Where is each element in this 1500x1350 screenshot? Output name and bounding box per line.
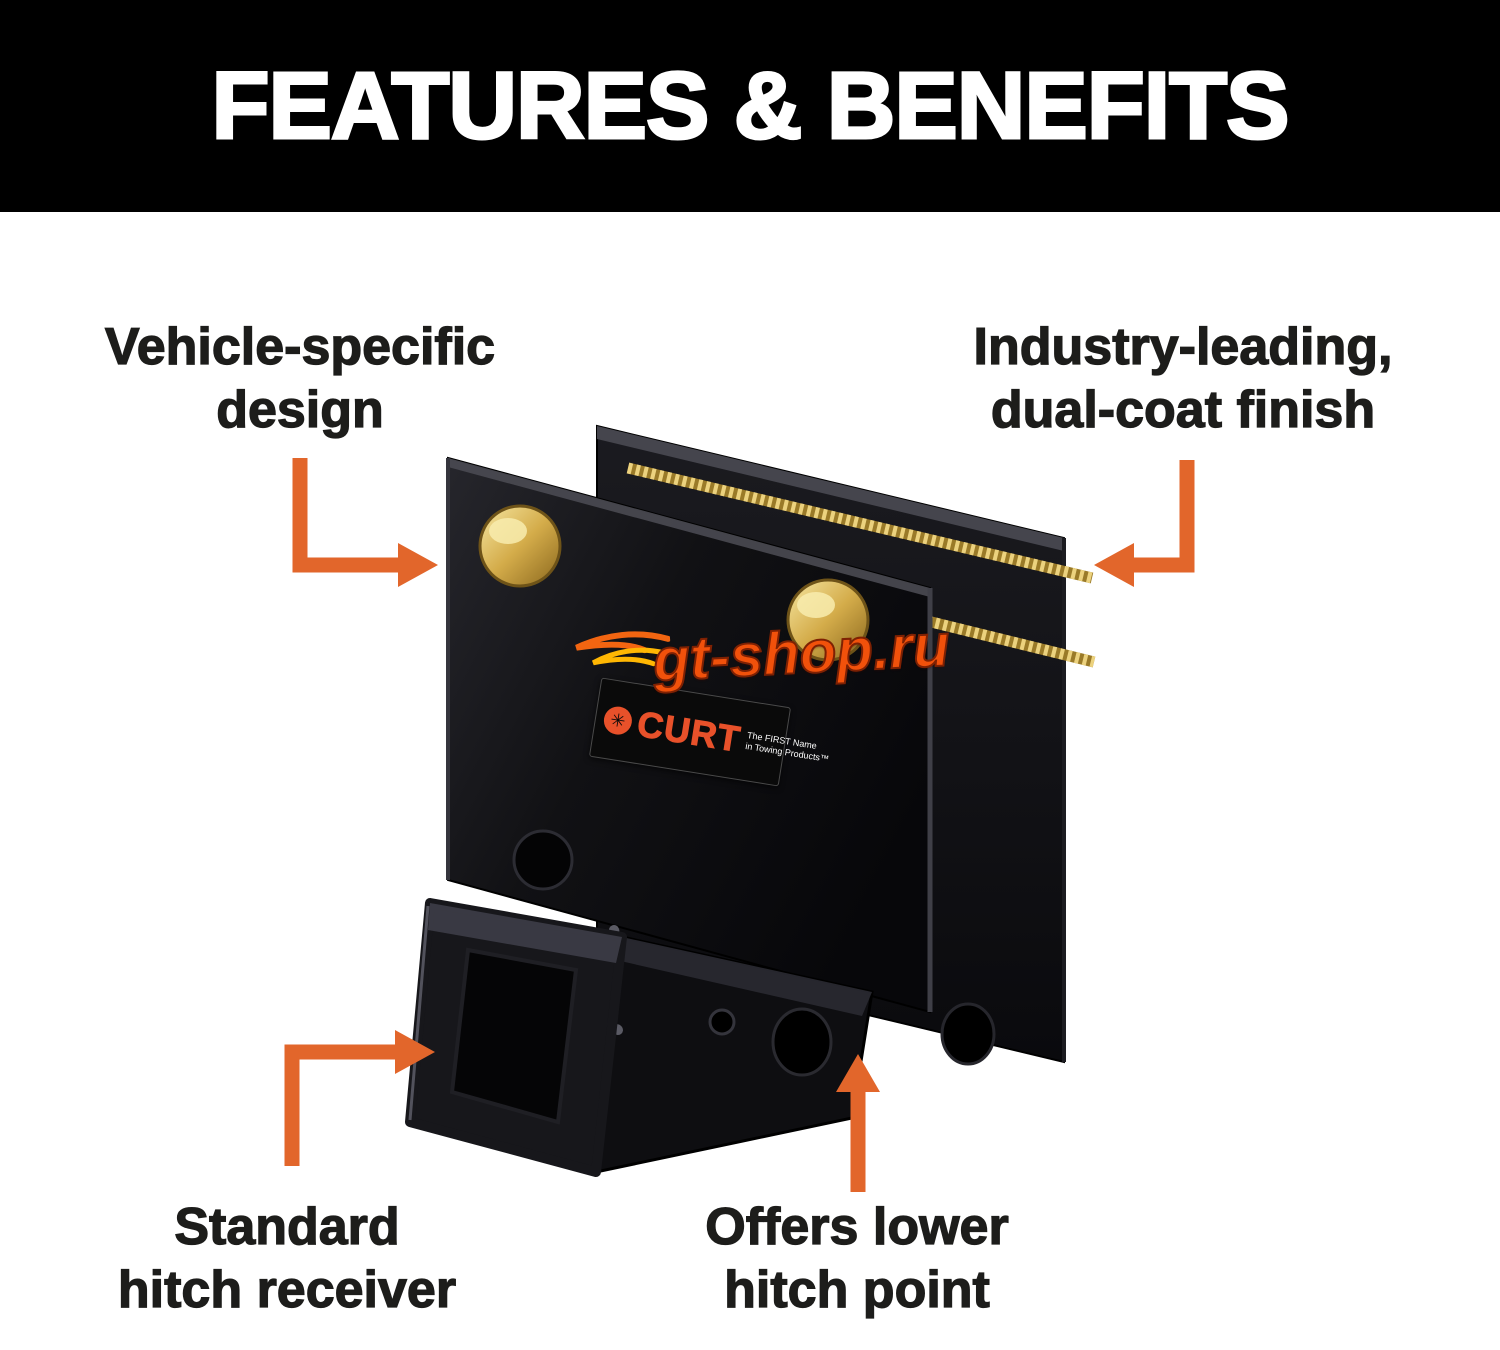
rear-plate-hole [940,1002,996,1066]
callout-line: Industry-leading, [973,317,1393,376]
callout-dual-coat-finish: Industry-leading, dual-coat finish [933,316,1433,443]
flame-swoosh-icon [575,630,672,666]
callout-line: dual-coat finish [990,381,1376,440]
receiver-opening [449,947,579,1125]
arrow-vehicle-design-icon [292,458,438,587]
curt-brand-text: CURT [634,702,744,760]
callout-vehicle-specific-design: Vehicle-specific design [55,316,545,443]
front-plate-hole [512,829,574,891]
arrow-lower-hitch-icon [836,1054,880,1192]
callout-offers-lower-hitch-point: Offers lower hitch point [610,1196,1104,1323]
header-banner: FEATURES & BENEFITS [0,0,1500,212]
curt-logo-icon: ✳ [601,704,634,737]
carriage-bolt-heads [478,504,870,662]
watermark: gt-shop.ru [573,610,952,699]
arrow-dual-coat-icon [1094,460,1195,587]
callout-line: hitch receiver [117,1261,457,1320]
callout-line: Vehicle-specific [104,317,496,376]
page-title: FEATURES & BENEFITS [210,51,1291,160]
arrow-hitch-receiver-icon [284,1030,435,1166]
lower-hitch-point-hole [771,1007,833,1077]
hitch-pin-hole [708,1008,736,1036]
callout-standard-hitch-receiver: Standard hitch receiver [40,1196,534,1323]
receiver-tube [405,898,874,1177]
callout-arrows [284,458,1195,1192]
callout-line: hitch point [723,1261,990,1320]
callout-line: design [216,381,385,440]
callout-line: Offers lower [705,1197,1010,1256]
callout-line: Standard [174,1197,401,1256]
